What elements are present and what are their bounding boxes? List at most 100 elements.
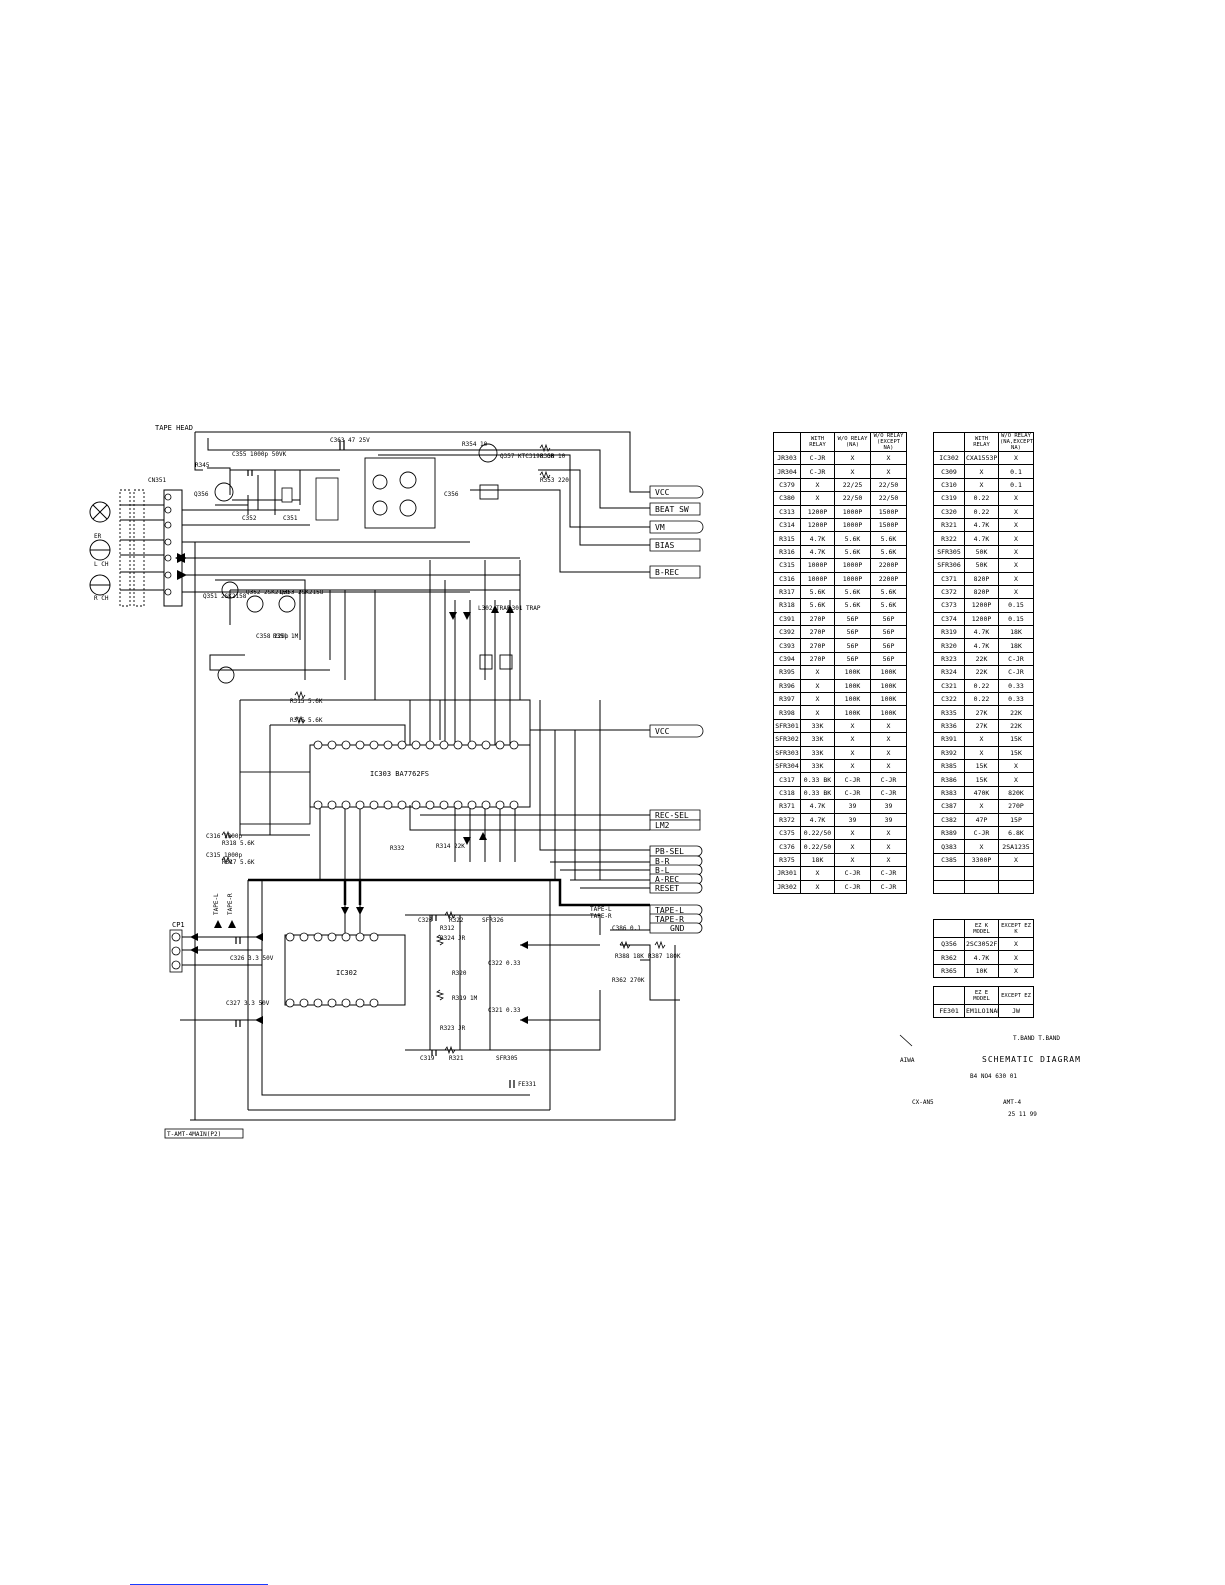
sig-rec-sel: REC-SEL (655, 811, 689, 820)
sig-b-rec: B-REC (655, 568, 679, 577)
table-cell (933, 866, 965, 881)
table-cell: X (870, 732, 907, 747)
table-header-row: EZ K MODEL EXCEPT EZ K (933, 919, 1034, 938)
table-cell: 22K (998, 718, 1034, 734)
table-cell: X (870, 852, 907, 868)
comp-c358: C358 220p (256, 633, 289, 640)
bottom-ref-label: T-AMT-4MAIN(P2) (167, 1131, 221, 1138)
table-cell: X (998, 584, 1034, 600)
table-cell: C319 (933, 491, 965, 506)
table-cell: C-JR (964, 825, 999, 841)
table-cell: 18K (800, 852, 835, 868)
table-cell: SFR302 (773, 732, 801, 747)
table-cell: X (800, 866, 835, 881)
table-cell: C315 (773, 558, 801, 573)
table-cell: C385 (933, 852, 965, 868)
table-cell: X (998, 450, 1034, 466)
comp-r354: R354 10 (462, 441, 488, 448)
comp-r323: R323 JR (440, 1025, 466, 1032)
table-cell: 50K (964, 544, 999, 560)
table-cell: 15K (998, 745, 1034, 760)
table-cell: X (800, 705, 835, 720)
table-cell: 1000P (834, 571, 871, 586)
rch-label: R CH (94, 595, 109, 602)
table-cell: X (998, 758, 1034, 774)
table-cell: 33K (800, 732, 835, 747)
table-cell: JW (998, 1003, 1034, 1019)
table-cell: 100K (834, 705, 871, 720)
table-cell: 820P (964, 584, 999, 600)
table-cell: C-JR (834, 879, 871, 894)
comp-r316: R316 5.6K (290, 717, 323, 724)
table-cell: C-JR (834, 785, 871, 801)
table-cell: 4.7K (800, 799, 835, 814)
comp-l301: L301 TRAP (508, 605, 541, 612)
table-cell: R322 (933, 531, 965, 546)
table-header-cell (933, 986, 965, 1005)
table-cell: R386 (933, 772, 965, 787)
table-cell: Q356 (933, 936, 965, 952)
tape-l-vertical: TAPE-L (213, 893, 220, 915)
table-cell: 1000P (834, 558, 871, 573)
comp-r317: R317 5.6K (222, 859, 255, 866)
comp-l302: L302 TRAP (478, 605, 511, 612)
table-cell: 0.33 BK (800, 785, 835, 801)
table-cell: SFR301 (773, 718, 801, 734)
table-cell: X (998, 558, 1034, 573)
table-cell: 1500P (870, 517, 907, 533)
comp-sfr326: SFR326 (482, 917, 504, 924)
table-cell: R389 (933, 825, 965, 841)
table-cell: C316 (773, 571, 801, 586)
table-cell: 1000P (834, 517, 871, 533)
table-cell: 22/50 (870, 491, 907, 506)
comp-r312: R312 (440, 925, 455, 932)
table-cell: 5.6K (834, 584, 871, 600)
sig-a-rec: A-REC (655, 875, 679, 884)
table-cell: 0.15 (998, 611, 1034, 627)
table-cell: C318 (773, 785, 801, 801)
table-cell: 0.33 (998, 692, 1034, 707)
sig-vm: VM (655, 523, 665, 532)
table-cell: X (870, 450, 907, 466)
table-cell: X (998, 772, 1034, 787)
table-cell: 5.6K (870, 584, 907, 600)
table-cell: 470K (964, 785, 999, 801)
table-cell: X (964, 839, 999, 854)
table-cell: C375 (773, 825, 801, 841)
table-cell: X (998, 571, 1034, 586)
table-cell: 270P (800, 611, 835, 627)
table-cell: 5.6K (834, 531, 871, 546)
comp-q353: Q353 2SK2158 (280, 589, 324, 596)
table-cell: 100K (870, 665, 907, 680)
title-model: CX-AN5 (912, 1099, 934, 1106)
comp-c363: C363 47 25V (330, 437, 370, 444)
title-company: AIWA (900, 1057, 915, 1064)
table-cell: C317 (773, 772, 801, 787)
table-cell: 100K (870, 705, 907, 720)
table-cell: 56P (870, 638, 907, 653)
